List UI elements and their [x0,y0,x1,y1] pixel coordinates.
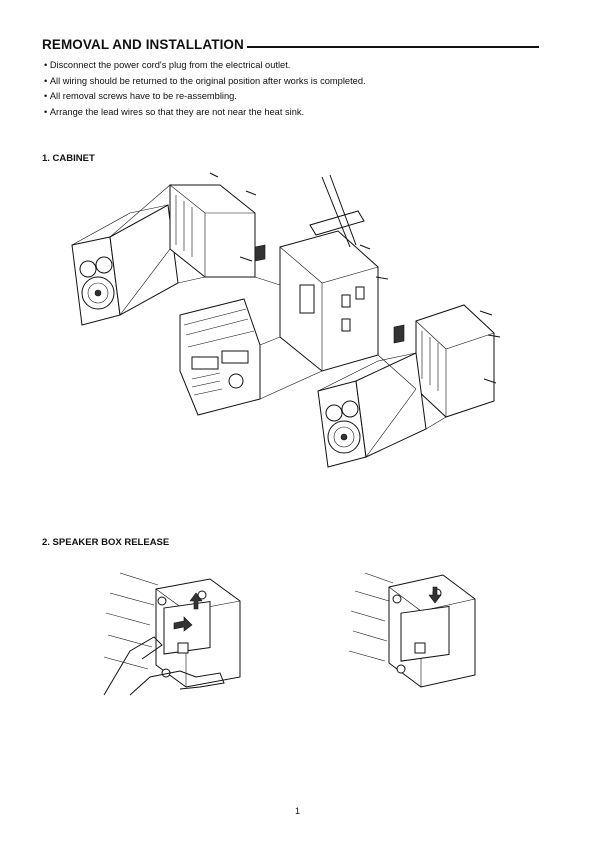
left-speaker-illustration [71,204,179,326]
page-title: REMOVAL AND INSTALLATION [42,37,244,52]
page-number: 1 [294,806,300,816]
notes-list: Disconnect the power cord's plug from th… [44,58,366,120]
title-row: REMOVAL AND INSTALLATION [42,37,539,55]
left-speaker-box-illustration [169,172,266,278]
note-item: Disconnect the power cord's plug from th… [44,58,366,74]
title-rule [247,46,539,48]
front-panel-illustration [179,298,261,416]
speaker-box-release-diagram-right [348,572,476,688]
section-heading-cabinet: 1. CABINET [42,153,95,164]
right-speaker-box-illustration [415,304,501,418]
speaker-box-release-diagram-left [103,572,241,696]
note-item: All removal screws have to be re-assembl… [44,89,366,105]
right-speaker-illustration [317,352,427,468]
main-unit-illustration [279,174,405,372]
assembly-guide-lines [109,184,447,458]
section-heading-speaker-box-release: 2. SPEAKER BOX RELEASE [42,537,170,548]
cabinet-exploded-diagram [71,172,501,468]
note-item: All wiring should be returned to the ori… [44,74,366,90]
note-item: Arrange the lead wires so that they are … [44,105,366,121]
